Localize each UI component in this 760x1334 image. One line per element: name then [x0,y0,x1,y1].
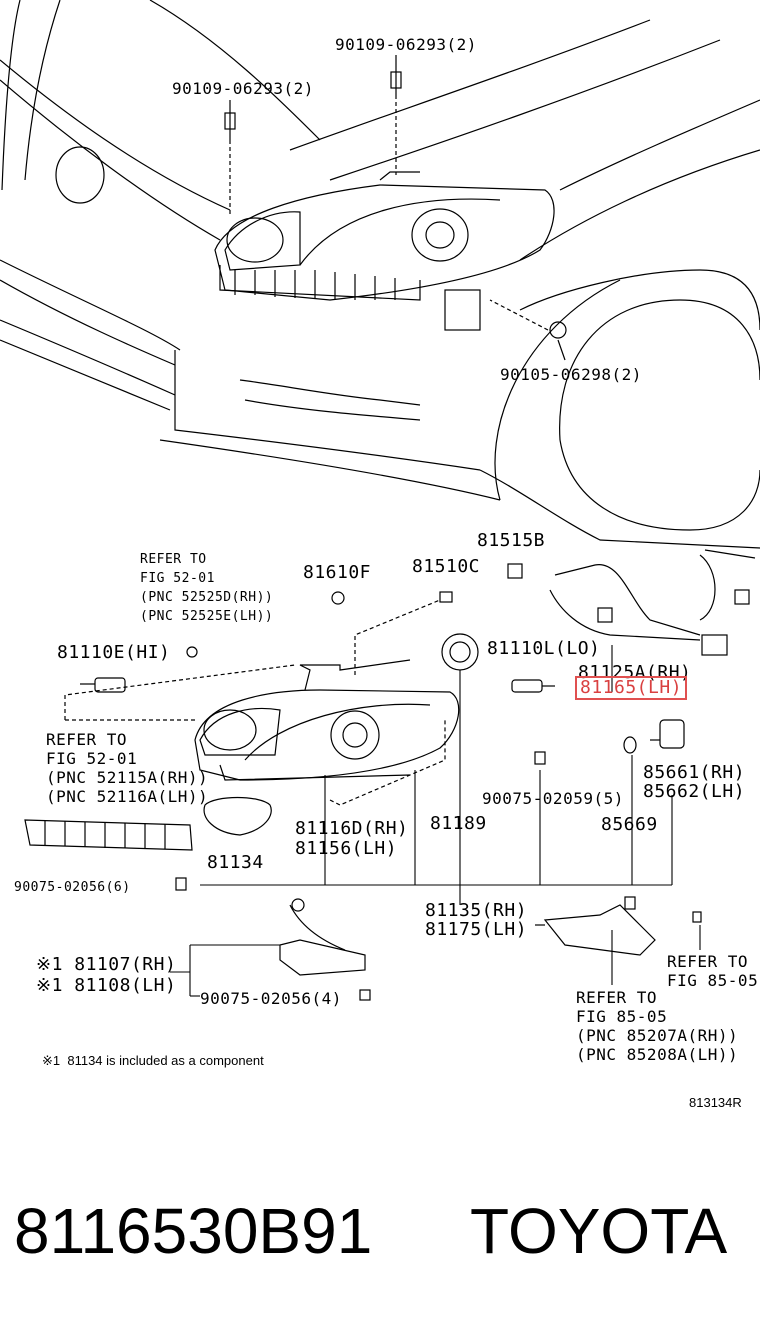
label-81165-highlighted: 81165(LH) [575,676,688,700]
label-81107: ※1 81107(RH) [36,954,177,975]
label-81510c: 81510C [412,556,481,577]
label-81156: 81156(LH) [295,838,398,859]
part-number-title: 8116530B91 [14,1195,373,1267]
label-81134: 81134 [207,852,264,873]
label-81515b: 81515B [477,530,546,551]
label-refer-85-05-b-line1: REFER TO [576,988,658,1007]
label-top-bolt-2: 90109-06293(2) [335,35,477,54]
bolt-icon-6 [534,751,546,765]
label-refer-52-01-a-line1: REFER TO [140,552,207,567]
drawing-number: 813134R [689,1095,742,1110]
exploded-headlamp [194,659,460,781]
label-refer-52-01-a-line2: FIG 52-01 [140,571,215,586]
label-refer-85-05-b-line3: (PNC 85207A(RH)) [576,1026,739,1045]
car-body-outline [0,0,760,549]
label-refer-85-05-a-line1: REFER TO [667,952,749,971]
label-90075-02056-b: 90075-02056(4) [200,989,342,1008]
label-90075-02059: 90075-02059(5) [482,789,624,808]
leader-lines [170,645,701,997]
label-81110l: 81110L(LO) [487,638,601,659]
leveling-sensor-icon [535,896,656,956]
label-bracket-bolt: 90105-06298(2) [500,365,642,384]
bolt-icon-1 [224,100,236,215]
bolt-icon-2 [390,55,402,175]
label-85661: 85661(RH) [643,762,746,783]
label-81175: 81175(LH) [425,919,528,940]
bulb-81510c-icon [439,591,453,603]
label-81108: ※1 81108(LH) [36,975,177,996]
clip-81610f-icon [331,591,345,605]
label-90075-02056-a: 90075-02056(6) [14,880,131,895]
label-refer-52-01-b-line1: REFER TO [46,730,128,749]
bolt-icon-4 [175,877,187,891]
label-81110e: 81110E(HI) [57,642,171,663]
bracket-52115a-icon [24,819,193,851]
bulb-81515b-icon [507,563,523,579]
gasket-81134-icon [203,796,272,836]
label-85662: 85662(LH) [643,781,746,802]
label-refer-85-05-b-line4: (PNC 85208A(LH)) [576,1045,739,1064]
label-refer-85-05-a-line2: FIG 85-05 [667,971,759,990]
bulb-81110e-icon [80,677,126,693]
wire-harness-icon [549,549,756,656]
installed-headlamp [214,171,555,331]
clip-52525-icon [186,646,198,658]
o-ring-85669-icon [623,736,637,754]
label-refer-52-01-a-line3: (PNC 52525D(RH)) [140,590,274,605]
bolt-icon-7 [692,911,702,923]
label-refer-52-01-b-line2: FIG 52-01 [46,749,138,768]
label-refer-52-01-b-line4: (PNC 52116A(LH)) [46,787,209,806]
label-refer-85-05-b-line2: FIG 85-05 [576,1007,668,1026]
label-81610f: 81610F [303,562,372,583]
label-refer-52-01-b-line3: (PNC 52115A(RH)) [46,768,209,787]
bolt-icon-5 [359,989,371,1001]
label-81135: 81135(RH) [425,900,528,921]
brand-title: TOYOTA [470,1195,728,1267]
label-refer-52-01-a-line4: (PNC 52525E(LH)) [140,609,274,624]
ignitor-81107-icon [279,898,366,976]
label-top-bolt-1: 90109-06293(2) [172,79,314,98]
label-81189: 81189 [430,813,487,834]
component-note: ※1 81134 is included as a component [42,1053,264,1068]
label-85669: 85669 [601,814,658,835]
label-81116d: 81116D(RH) [295,818,409,839]
actuator-85661-icon [650,719,685,749]
bolt-icon-3 [489,299,567,361]
